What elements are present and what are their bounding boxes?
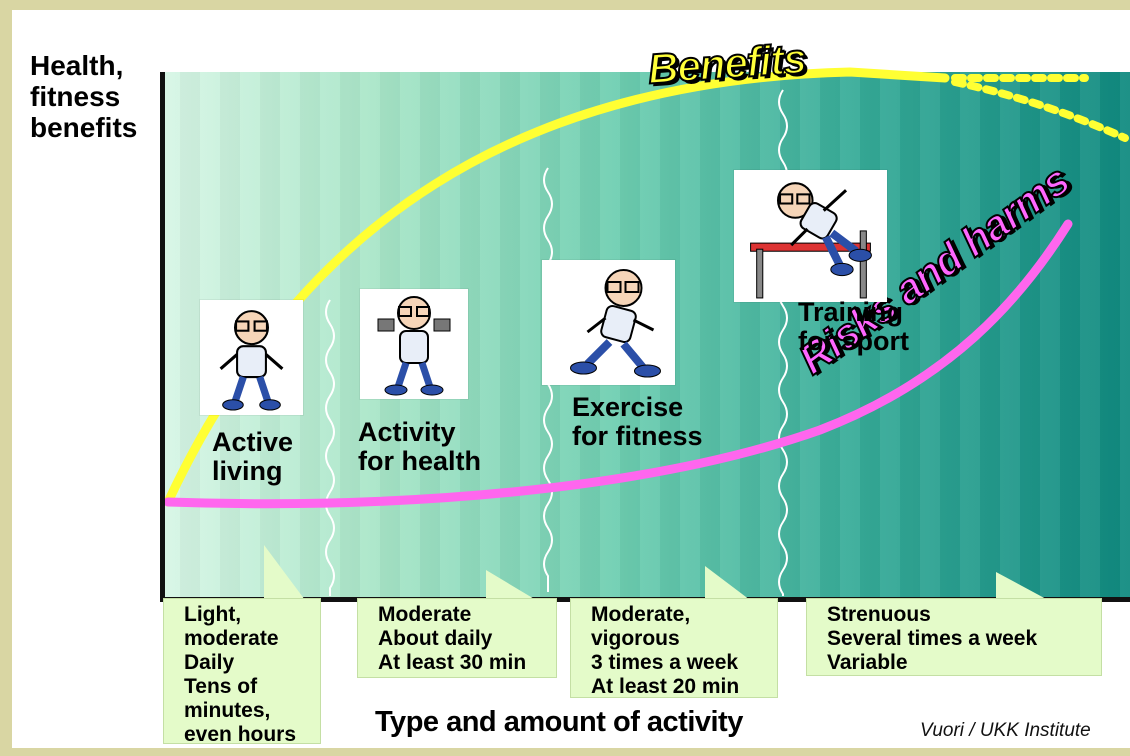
description-training-for-sport: Strenuous Several times a week Variable (806, 598, 1102, 676)
frame-bottom-border (0, 748, 1130, 756)
y-axis-title: Health, fitness benefits (30, 50, 138, 143)
stage-label-activity-for-health: Activity for health (358, 417, 482, 476)
description-exercise-for-fitness: Moderate, vigorous 3 times a week At lea… (570, 598, 778, 698)
x-axis-title: Type and amount of activity (375, 706, 743, 738)
stage-label-active-living: Active living (212, 427, 294, 486)
stage-label-training-for-sport: Training for sport (798, 297, 909, 356)
frame-top-border (0, 0, 1130, 10)
description-active-living: Light, moderate Daily Tens of minutes, e… (163, 598, 321, 746)
person-lifting-dumbbells-icon (360, 289, 468, 399)
benefits-curve-decline (951, 78, 1129, 142)
frame-left-border (0, 0, 12, 756)
y-axis (160, 72, 165, 602)
person-jogging-icon (542, 260, 675, 385)
risks-curve (163, 219, 1073, 509)
person-hurdling-icon (734, 170, 887, 302)
description-activity-for-health: Moderate About daily At least 30 min (357, 598, 557, 678)
stage-label-exercise-for-fitness: Exercise for fitness (572, 392, 703, 451)
person-walking-icon (200, 300, 303, 415)
source-credit: Vuori / UKK Institute (920, 720, 1091, 741)
separator-wave-1 (325, 299, 335, 596)
